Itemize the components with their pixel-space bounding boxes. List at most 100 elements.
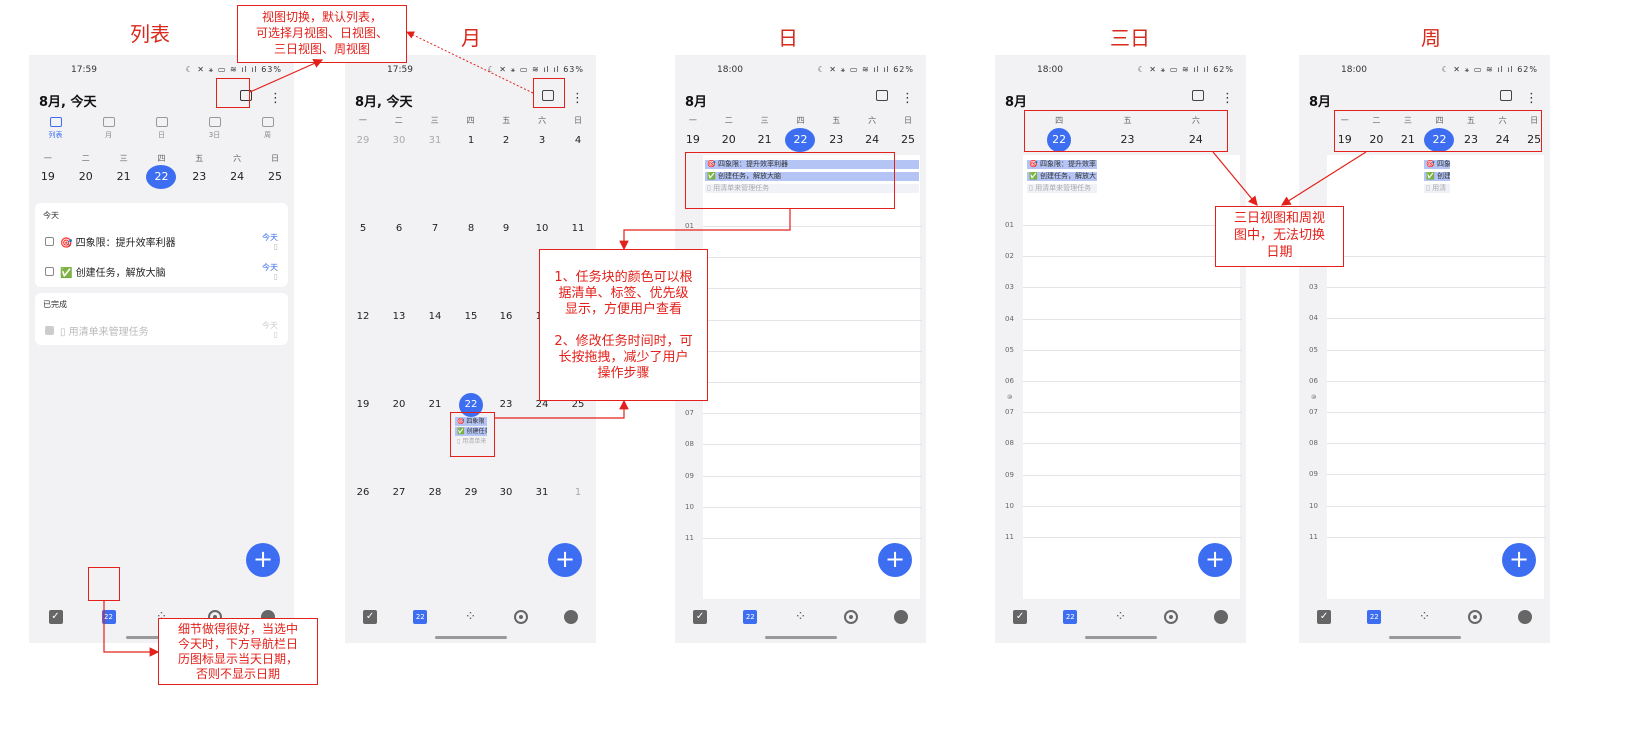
date-cell[interactable]: 20 (78, 170, 93, 183)
date-cell[interactable]: 21 (1400, 133, 1415, 146)
view-switch-button[interactable] (1192, 90, 1208, 104)
habit-nav-icon[interactable] (1517, 610, 1532, 624)
month-date-cell[interactable]: 29 (464, 487, 478, 498)
month-date-cell[interactable]: 7 (431, 223, 439, 234)
month-date-cell[interactable]: 14 (428, 311, 442, 322)
date-cell-today[interactable]: 22 (785, 128, 816, 152)
date-cell[interactable]: 20 (1369, 133, 1384, 146)
tasks-nav-icon[interactable]: ✓ (693, 610, 708, 624)
focus-nav-icon[interactable] (843, 610, 858, 624)
date-cell[interactable]: 24 (1188, 133, 1203, 146)
event-block[interactable]: ▯ 用清单来 (457, 438, 487, 445)
task-row[interactable]: 🎯 四象限：提升效率利器 (45, 234, 278, 249)
date-cell[interactable]: 24 (230, 170, 245, 183)
date-cell-today[interactable]: 22 (1025, 128, 1093, 152)
month-date-cell[interactable]: 31 (428, 135, 442, 146)
tasks-nav-icon[interactable]: ✓ (1013, 610, 1028, 624)
month-date-cell[interactable]: 11 (571, 223, 585, 234)
month-date-cell[interactable]: 9 (502, 223, 510, 234)
month-date-cell[interactable]: 21 (428, 399, 442, 410)
month-date-cell[interactable]: 2 (502, 135, 510, 146)
event-block[interactable]: ▯ 用清 (1424, 184, 1450, 193)
event-block[interactable]: 🎯 四象限：提升效率利器 (705, 160, 919, 169)
tab-day[interactable]: 日 (147, 117, 177, 140)
add-task-button[interactable]: + (246, 543, 280, 577)
date-cell[interactable]: 21 (116, 170, 131, 183)
month-date-cell[interactable]: 6 (395, 223, 403, 234)
habit-nav-icon[interactable] (1213, 610, 1228, 624)
matrix-nav-icon[interactable]: ⁘ (1418, 609, 1431, 625)
matrix-nav-icon[interactable]: ⁘ (155, 609, 168, 625)
month-date-cell[interactable]: 24 (535, 399, 549, 410)
matrix-nav-icon[interactable]: ⁘ (794, 609, 807, 625)
tab-week[interactable]: 周 (253, 117, 283, 140)
matrix-nav-icon[interactable]: ⁘ (464, 609, 477, 625)
month-cell-events[interactable]: 🎯 四象限 ✅ 创建任务 ▯ 用清单来 (455, 417, 487, 446)
date-cell[interactable]: 19 (1337, 133, 1352, 146)
month-date-cell[interactable]: 30 (392, 135, 406, 146)
view-switch-button[interactable] (542, 90, 558, 104)
focus-nav-icon[interactable] (513, 610, 528, 624)
more-menu-icon[interactable]: ⋮ (571, 91, 584, 106)
month-date-cell[interactable]: 31 (535, 487, 549, 498)
date-cell[interactable]: 20 (721, 133, 736, 146)
event-block[interactable]: ▯ 用清单来管理任务 (1027, 184, 1097, 193)
month-date-cell[interactable]: 10 (535, 223, 549, 234)
month-date-cell[interactable]: 28 (428, 487, 442, 498)
date-cell[interactable]: 23 (192, 170, 207, 183)
more-menu-icon[interactable]: ⋮ (1221, 91, 1234, 106)
task-checkbox[interactable] (45, 237, 54, 246)
month-date-cell[interactable]: 20 (392, 399, 406, 410)
focus-nav-icon[interactable] (1467, 610, 1482, 624)
focus-nav-icon[interactable] (1163, 610, 1178, 624)
date-cell[interactable]: 24 (1495, 133, 1510, 146)
month-date-cell[interactable]: 29 (356, 135, 370, 146)
calendar-nav-icon[interactable]: 22 (413, 610, 428, 624)
tab-month[interactable]: 月 (94, 117, 124, 140)
habit-nav-icon[interactable] (893, 610, 908, 624)
month-date-cell[interactable]: 26 (356, 487, 370, 498)
month-date-cell[interactable]: 27 (392, 487, 406, 498)
add-task-button[interactable]: + (548, 543, 582, 577)
month-date-cell[interactable]: 23 (499, 399, 513, 410)
month-date-cell[interactable]: 1 (467, 135, 475, 146)
date-cell[interactable]: 24 (865, 133, 880, 146)
month-date-cell[interactable]: 4 (574, 135, 582, 146)
more-menu-icon[interactable]: ⋮ (1525, 91, 1538, 106)
month-date-cell[interactable]: 30 (499, 487, 513, 498)
tasks-nav-icon[interactable]: ✓ (48, 610, 63, 624)
calendar-nav-icon[interactable]: 22 (1063, 610, 1078, 624)
event-block[interactable]: ✅ 创建 (1424, 172, 1450, 181)
date-cell-today[interactable]: 22 (146, 165, 177, 189)
date-cell[interactable]: 21 (757, 133, 772, 146)
calendar-nav-icon[interactable]: 22 (743, 610, 758, 624)
month-date-cell[interactable]: 16 (499, 311, 513, 322)
date-cell[interactable]: 25 (1527, 133, 1542, 146)
tasks-nav-icon[interactable]: ✓ (1317, 610, 1332, 624)
date-cell[interactable]: 23 (1120, 133, 1135, 146)
matrix-nav-icon[interactable]: ⁘ (1114, 609, 1127, 625)
view-switch-button[interactable] (876, 90, 892, 104)
view-switch-button[interactable] (240, 90, 256, 104)
event-block[interactable]: 🎯 四象 (1424, 160, 1450, 169)
date-cell[interactable]: 19 (40, 170, 55, 183)
event-block[interactable]: 🎯 四象限 (455, 417, 487, 426)
more-menu-icon[interactable]: ⋮ (269, 91, 282, 106)
month-date-cell[interactable]: 3 (538, 135, 546, 146)
month-date-cell[interactable]: 22 (459, 393, 483, 417)
date-cell[interactable]: 19 (685, 133, 700, 146)
more-menu-icon[interactable]: ⋮ (901, 91, 914, 106)
month-date-cell[interactable]: 15 (464, 311, 478, 322)
month-date-cell[interactable]: 1 (574, 487, 582, 498)
task-row[interactable]: ▯ 用清单来管理任务 (45, 323, 278, 338)
month-date-cell[interactable]: 5 (359, 223, 367, 234)
event-block[interactable]: ✅ 创建任务 (455, 427, 487, 436)
month-date-cell[interactable]: 19 (356, 399, 370, 410)
tab-three-day[interactable]: 3日 (200, 117, 230, 140)
tasks-nav-icon[interactable]: ✓ (363, 610, 378, 624)
view-switch-button[interactable] (1500, 90, 1516, 104)
date-cell[interactable]: 23 (1464, 133, 1479, 146)
tab-list[interactable]: 列表 (41, 117, 71, 140)
month-date-cell[interactable]: 25 (571, 399, 585, 410)
date-cell-today[interactable]: 22 (1424, 128, 1455, 152)
